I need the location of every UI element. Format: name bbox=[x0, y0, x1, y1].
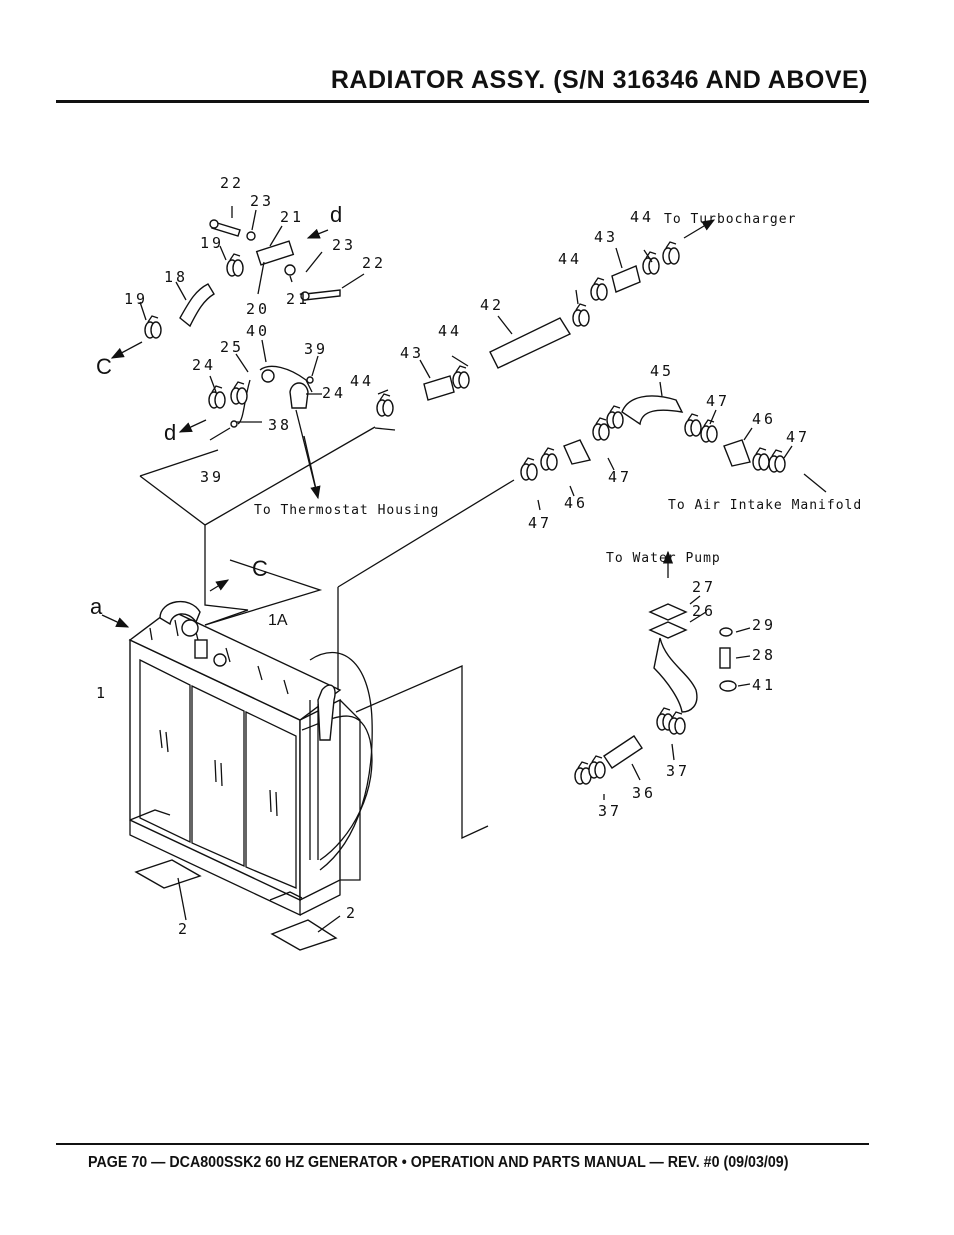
callout-38: 38 bbox=[268, 416, 293, 434]
pipe-26 bbox=[653, 637, 698, 713]
callout-47: 47 bbox=[528, 514, 553, 532]
page-footer: PAGE 70 — DCA800SSK2 60 HZ GENERATOR • O… bbox=[88, 1154, 789, 1171]
callout-40: 40 bbox=[246, 322, 271, 340]
callout-46: 46 bbox=[752, 410, 777, 428]
note-water-pump: To Water Pump bbox=[606, 551, 721, 566]
callout-23: 23 bbox=[332, 236, 357, 254]
ref-letter-a: a bbox=[90, 594, 103, 619]
callout-44: 44 bbox=[350, 372, 375, 390]
callout-28: 28 bbox=[752, 646, 777, 664]
callout-2: 2 bbox=[178, 920, 191, 938]
callout-46: 46 bbox=[564, 494, 589, 512]
footer-rule bbox=[56, 1143, 869, 1145]
callout-42: 42 bbox=[480, 296, 505, 314]
note-air-intake: To Air Intake Manifold bbox=[668, 498, 863, 513]
ref-letter-c: C bbox=[252, 556, 268, 581]
callout-18: 18 bbox=[164, 268, 189, 286]
hose-43-lower bbox=[423, 375, 455, 401]
callout-43: 43 bbox=[400, 344, 425, 362]
callout-39: 39 bbox=[200, 468, 225, 486]
elbow-45 bbox=[621, 395, 684, 426]
callout-19: 19 bbox=[200, 234, 225, 252]
callout-41: 41 bbox=[752, 676, 777, 694]
ref-letter-d: d bbox=[330, 202, 343, 227]
note-turbocharger: To Turbocharger bbox=[664, 212, 797, 227]
callout-39: 39 bbox=[304, 340, 329, 358]
hose-46-left bbox=[563, 439, 592, 465]
callout-1: 1 bbox=[96, 684, 109, 702]
callout-21: 21 bbox=[280, 208, 305, 226]
note-thermostat: To Thermostat Housing bbox=[254, 503, 440, 518]
callout-1a: 1A bbox=[268, 612, 288, 629]
mount-pad-right bbox=[270, 919, 338, 951]
callout-44: 44 bbox=[630, 208, 655, 226]
callout-43: 43 bbox=[594, 228, 619, 246]
callout-22: 22 bbox=[362, 254, 387, 272]
callout-36: 36 bbox=[632, 784, 657, 802]
callout-44: 44 bbox=[438, 322, 463, 340]
callout-47: 47 bbox=[608, 468, 633, 486]
callout-37: 37 bbox=[598, 802, 623, 820]
radiator-core bbox=[128, 600, 373, 917]
callout-44: 44 bbox=[558, 250, 583, 268]
callout-19: 19 bbox=[124, 290, 149, 308]
callout-27: 27 bbox=[692, 578, 717, 596]
hose-36 bbox=[603, 735, 643, 769]
callout-21: 21 bbox=[286, 290, 311, 308]
pipe-20 bbox=[255, 240, 295, 266]
ref-letter-d: d bbox=[164, 420, 177, 445]
hose-43-upper bbox=[611, 265, 641, 293]
callout-22: 22 bbox=[220, 174, 245, 192]
callout-24: 24 bbox=[322, 384, 347, 402]
title-rule bbox=[56, 100, 869, 103]
callout-20: 20 bbox=[246, 300, 271, 318]
callout-47: 47 bbox=[786, 428, 811, 446]
hose-18 bbox=[179, 283, 215, 328]
callout-25: 25 bbox=[220, 338, 245, 356]
callout-45: 45 bbox=[650, 362, 675, 380]
callout-37: 37 bbox=[666, 762, 691, 780]
callout-26: 26 bbox=[692, 602, 717, 620]
callout-47: 47 bbox=[706, 392, 731, 410]
callout-23: 23 bbox=[250, 192, 275, 210]
mount-pad-left bbox=[134, 859, 202, 889]
callout-29: 29 bbox=[752, 616, 777, 634]
callout-2: 2 bbox=[346, 904, 359, 922]
ref-letter-c: C bbox=[96, 354, 112, 379]
pipe-42 bbox=[489, 317, 572, 369]
page-title: RADIATOR ASSY. (S/N 316346 AND ABOVE) bbox=[330, 66, 868, 94]
gasket-27 bbox=[648, 603, 688, 621]
callout-24: 24 bbox=[192, 356, 217, 374]
hose-46-right bbox=[723, 439, 751, 467]
